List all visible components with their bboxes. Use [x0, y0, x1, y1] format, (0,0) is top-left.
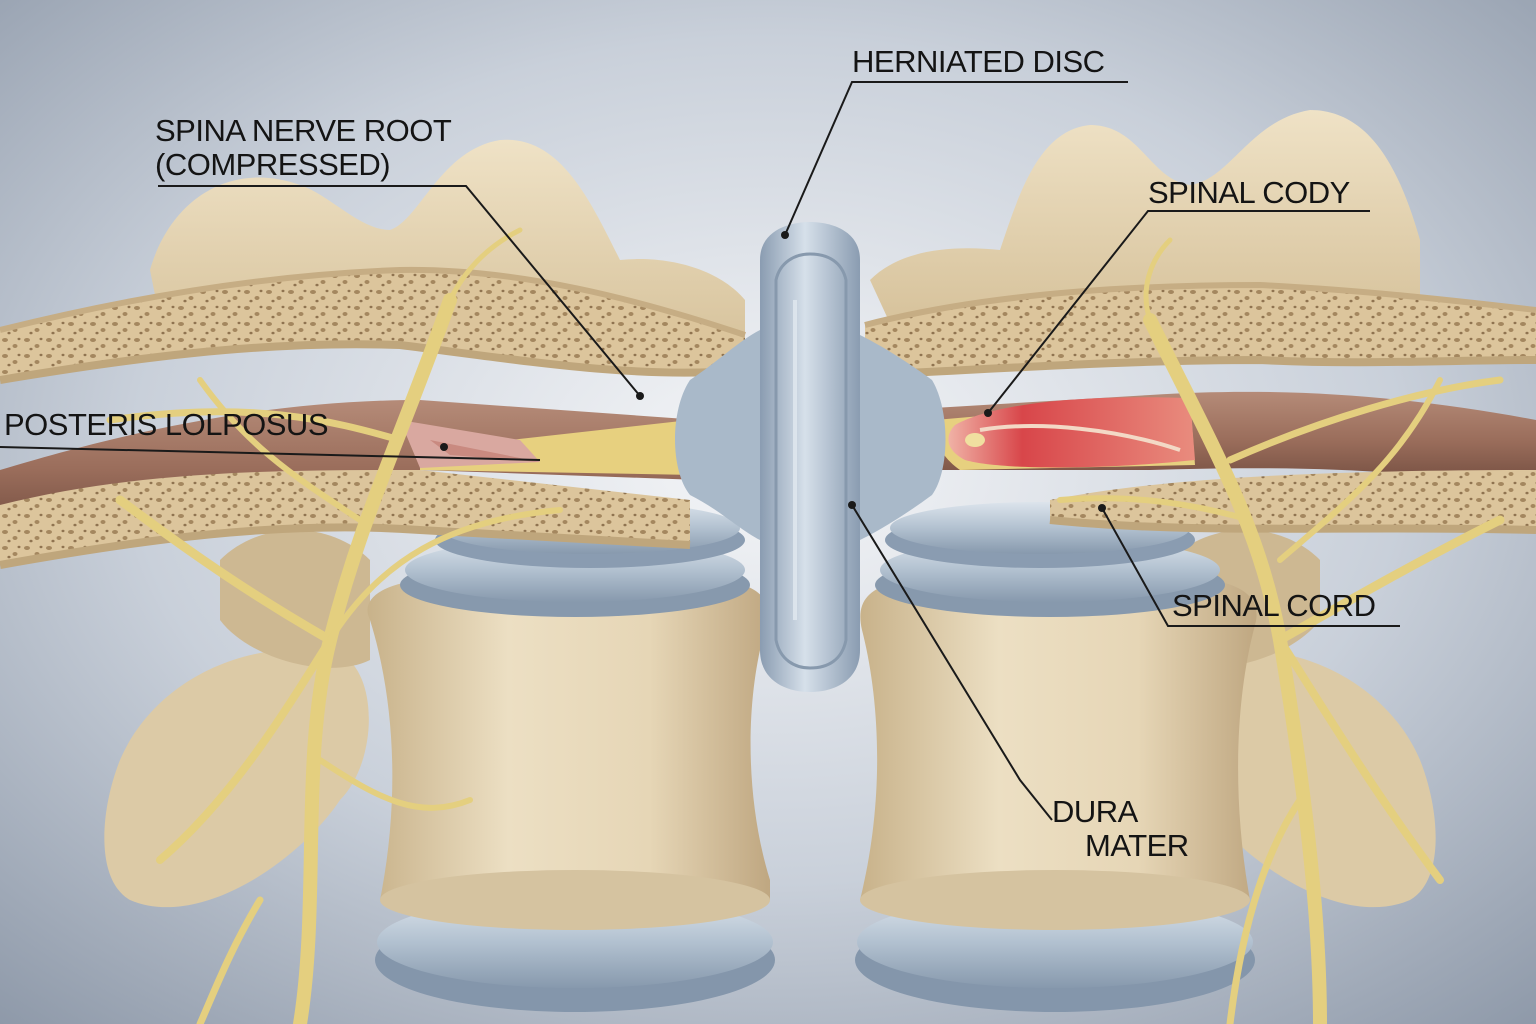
left-spinal-cord — [0, 400, 700, 540]
leader-spinal-cody — [987, 210, 1370, 414]
left-vertebral-body — [367, 580, 770, 900]
label-posteris-lolposus: POSTERIS LOLPOSUS — [4, 407, 329, 442]
label-spinal-nerve-root: SPINA NERVE ROOT (COMPRESSED) — [155, 113, 452, 182]
left-nerve-root — [400, 420, 695, 475]
leader-herniated-disc — [784, 81, 1128, 236]
label-spinal-cord: SPINAL CORD — [1172, 588, 1376, 623]
leader-lines — [0, 81, 1400, 821]
right-upper-disc — [875, 502, 1225, 617]
right-vertebral-arch — [864, 110, 1536, 534]
leader-dura-mater — [851, 504, 1053, 821]
left-lower-disc — [375, 870, 775, 1012]
inflamed-nerve-region — [934, 397, 1195, 470]
leader-dots — [440, 231, 1106, 512]
nerve-branches — [106, 227, 1505, 1024]
leader-posteris-lolposus — [0, 446, 541, 461]
label-herniated-disc: HERNIATED DISC — [852, 44, 1105, 79]
herniated-disc-shape — [675, 222, 946, 692]
right-vertebral-body — [860, 580, 1257, 900]
leader-nerve-root — [158, 185, 641, 397]
label-dura-mater: DURA MATER — [1052, 794, 1189, 863]
leader-spinal-cord — [1101, 507, 1400, 627]
label-spinal-cody: SPINAL CODY — [1148, 175, 1350, 210]
right-lower-disc — [855, 870, 1255, 1012]
